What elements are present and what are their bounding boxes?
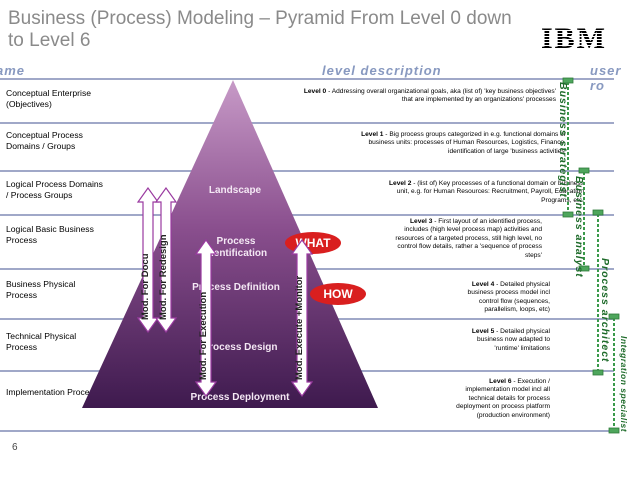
mod-docu-arrow	[136, 186, 160, 334]
mod-redesign-arrow	[154, 186, 178, 334]
row-separator	[0, 170, 614, 172]
level-description-header: level description	[322, 63, 442, 78]
role-business-strategist: Business strategist	[557, 82, 569, 198]
level-desc-5: Level 5 - Detailed physical business now…	[471, 328, 550, 352]
level-desc-0: Level 0 - Addressing overall organizatio…	[303, 88, 556, 104]
level-name-4: Business Physical Process	[6, 279, 76, 300]
level-name-1: Conceptual Process Domains / Groups	[6, 130, 83, 151]
pyramid-layer-design: Process Design	[202, 342, 278, 353]
pyramid-layer-identification: Process Identification	[204, 236, 268, 259]
level-name-3: Logical Basic Business Process	[6, 224, 94, 245]
level-name-0: Conceptual Enterprise (Objectives)	[6, 88, 92, 109]
level-name-header: ame	[0, 63, 26, 78]
level-desc-1: Level 1 - Big process groups categorized…	[361, 131, 566, 155]
mod-monitor-arrow	[290, 238, 314, 398]
row-separator	[0, 122, 614, 124]
role-process-architect: Process architect	[599, 258, 611, 363]
level-desc-3: Level 3 - First layout of an identified …	[395, 218, 542, 259]
row-separator	[0, 430, 614, 432]
level-desc-6: Level 6 - Execution / implementation mod…	[456, 378, 550, 419]
user-role-header: user ro	[590, 63, 622, 93]
level-desc-2: Level 2 - (list of) Key processes of a f…	[389, 180, 584, 204]
pyramid-layer-deployment: Process Deployment	[190, 392, 290, 403]
level-name-2: Logical Process Domains / Process Groups	[6, 179, 103, 200]
row-separator	[0, 214, 614, 216]
role-integration-specialist: Integration specialist	[619, 336, 629, 433]
level-name-5: Technical Physical Process	[6, 331, 77, 352]
row-separator	[0, 78, 614, 80]
pyramid-layer-definition: Process Definition	[192, 282, 280, 293]
page-number: 6	[12, 442, 18, 453]
level-name-6: Implementation Process	[6, 387, 99, 397]
role-business-analyst: Business analyst	[573, 176, 585, 278]
ibm-logo: IBM	[538, 22, 610, 52]
slide-title: Business (Process) Modeling – Pyramid Fr…	[8, 8, 512, 51]
level-desc-4: Level 4 - Detailed physical business pro…	[467, 281, 550, 314]
pyramid-layer-landscape: Landscape	[208, 185, 262, 196]
mod-execution-arrow	[194, 238, 218, 398]
how-oval: HOW	[310, 283, 366, 305]
